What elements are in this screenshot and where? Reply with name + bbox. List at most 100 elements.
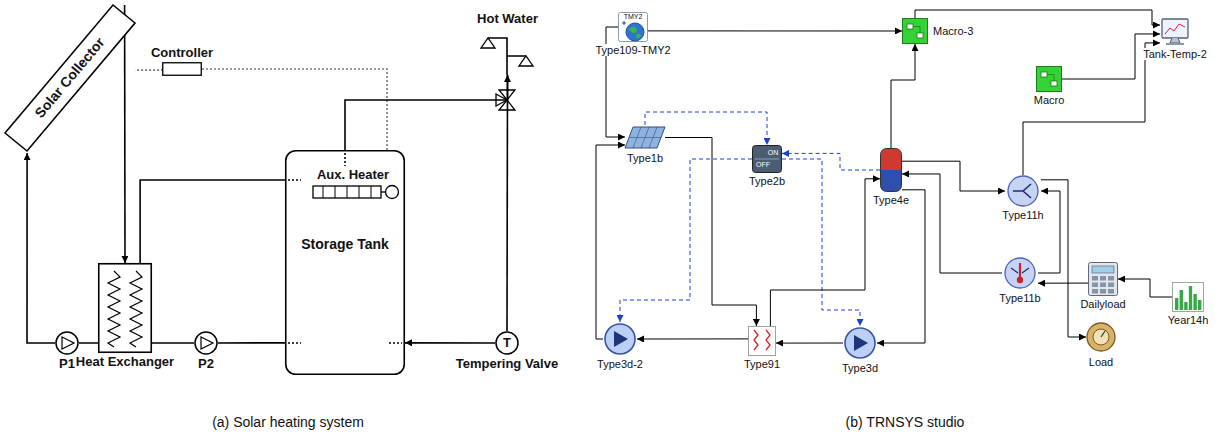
control-signal bbox=[202, 69, 387, 150]
node-label: ON bbox=[768, 149, 779, 157]
collector-icon: Type1b bbox=[625, 125, 665, 150]
exchanger-icon-outline bbox=[748, 326, 776, 356]
node-label: Dailyload bbox=[1079, 298, 1126, 310]
node-label: Aux. Heater bbox=[317, 168, 389, 182]
node-label: OFF bbox=[756, 161, 770, 169]
pipe-connector bbox=[776, 343, 843, 344]
macro-icon: Macro-3 bbox=[902, 18, 928, 44]
pipe-connector bbox=[665, 138, 756, 327]
pipe-connector bbox=[637, 338, 748, 339]
pump-icon: Type3d bbox=[843, 326, 877, 360]
pipe-connector bbox=[152, 342, 194, 344]
control-signal bbox=[135, 69, 162, 70]
pipe-connector bbox=[1038, 191, 1060, 273]
exchanger-icon: Type91 bbox=[748, 326, 776, 356]
node-label: Type3d-2 bbox=[596, 358, 644, 370]
controller-icon: ONOFFType2b bbox=[752, 145, 782, 173]
heat-exchanger-outline bbox=[98, 263, 152, 353]
calculator-icon: Dailyload bbox=[1088, 262, 1118, 296]
node-label: T bbox=[503, 336, 511, 350]
diverter-icon: Type11h bbox=[1005, 175, 1041, 207]
pipe-connector bbox=[915, 10, 1160, 25]
pipe-connector bbox=[124, 5, 126, 263]
aux-heater: Aux. Heater bbox=[313, 168, 401, 210]
tank-icon-outline bbox=[880, 148, 902, 192]
controller-box: Controller bbox=[162, 62, 202, 76]
node-label: Controller bbox=[150, 46, 214, 60]
collector-icon-outline bbox=[625, 125, 665, 150]
node-label: TMY2 bbox=[624, 13, 643, 21]
pump-symbol-outline bbox=[55, 331, 79, 355]
node-label: Type2b bbox=[748, 175, 786, 187]
pipe-connector bbox=[79, 342, 98, 344]
pipe-connector bbox=[877, 190, 925, 343]
pipe-connector bbox=[1118, 279, 1172, 297]
hot-water-outlet: Hot Water bbox=[480, 28, 535, 75]
solar-collector: Solar Collector bbox=[5, 5, 135, 153]
node-label: Macro-3 bbox=[932, 25, 974, 37]
controller-box-outline bbox=[162, 62, 202, 76]
node-label: Type109-TMY2 bbox=[594, 44, 671, 56]
node-label: Type4e bbox=[872, 194, 910, 206]
pipe-connector bbox=[140, 180, 285, 263]
figure-caption: (b) TRNSYS studio bbox=[846, 414, 965, 430]
pipe-connector bbox=[345, 75, 508, 150]
storage-tank: Storage Tank Aux. Heater bbox=[285, 150, 405, 375]
schedule-icon: Year14h bbox=[1172, 282, 1204, 312]
tempering-icon: Type11b bbox=[1002, 256, 1038, 290]
pipe-connector bbox=[891, 44, 915, 148]
control-signal bbox=[782, 153, 880, 170]
node-label: Tank-Temp-2 bbox=[1142, 48, 1208, 60]
control-signal bbox=[620, 159, 752, 322]
node-label: Type91 bbox=[743, 358, 781, 370]
pipe-connector bbox=[218, 342, 285, 344]
pipe-connector bbox=[1023, 43, 1160, 175]
node-label: Type11b bbox=[998, 292, 1041, 304]
pipe-connector bbox=[1041, 180, 1086, 337]
pipe-connector bbox=[506, 75, 508, 331]
pump-symbol: P1 bbox=[55, 331, 79, 355]
pump-icon-outline bbox=[603, 322, 637, 356]
macro-icon-outline bbox=[902, 18, 928, 44]
load-icon-outline bbox=[1086, 320, 1116, 354]
plotter-icon: Tank-Temp-2 bbox=[1160, 18, 1190, 46]
pipe-connector bbox=[648, 30, 902, 31]
control-signal bbox=[782, 159, 860, 326]
storage-tank-outline bbox=[285, 150, 405, 375]
node-label: P1 bbox=[58, 357, 76, 371]
diverter-icon-outline bbox=[1005, 175, 1041, 207]
node-label: Type11h bbox=[1001, 209, 1044, 221]
pipe-connector bbox=[596, 145, 625, 339]
pipe-connector bbox=[902, 174, 1002, 273]
pump-icon-outline bbox=[843, 326, 877, 360]
node-label: Storage Tank bbox=[301, 237, 389, 252]
macro-icon-outline bbox=[1036, 66, 1062, 92]
pipe-connector bbox=[770, 179, 880, 326]
pipe-connector bbox=[1038, 283, 1088, 284]
schedule-icon-outline bbox=[1172, 282, 1204, 312]
node-label: Solar Collector bbox=[32, 35, 108, 121]
plotter-icon-outline bbox=[1160, 18, 1190, 46]
pump-symbol: P2 bbox=[194, 331, 218, 355]
node-label: P2 bbox=[197, 357, 215, 371]
pump-symbol-outline bbox=[194, 331, 218, 355]
heat-exchanger: Heat Exchanger bbox=[98, 263, 152, 353]
macro-icon: Macro bbox=[1036, 66, 1062, 92]
calculator-icon-outline bbox=[1088, 262, 1118, 296]
node-label: Macro bbox=[1033, 94, 1066, 106]
node-label: Type3d bbox=[841, 362, 879, 374]
node-label: Hot Water bbox=[476, 12, 539, 26]
node-label: Year14h bbox=[1167, 314, 1210, 326]
node-label: Heat Exchanger bbox=[75, 355, 175, 369]
node-label: Load bbox=[1088, 356, 1114, 368]
weather-icon: TMY2Type109-TMY2 bbox=[618, 12, 648, 42]
tank-icon: Type4e bbox=[880, 148, 902, 192]
pump-icon: Type3d-2 bbox=[603, 322, 637, 356]
figure-caption: (a) Solar heating system bbox=[212, 414, 364, 430]
pipe-connector bbox=[902, 161, 1005, 191]
tempering-valve: TTempering Valve bbox=[495, 331, 519, 355]
pipe-connector bbox=[27, 153, 55, 343]
node-label: Tempering Valve bbox=[455, 357, 559, 371]
node-label: Type1b bbox=[626, 152, 664, 164]
pipe-connector bbox=[405, 342, 495, 344]
